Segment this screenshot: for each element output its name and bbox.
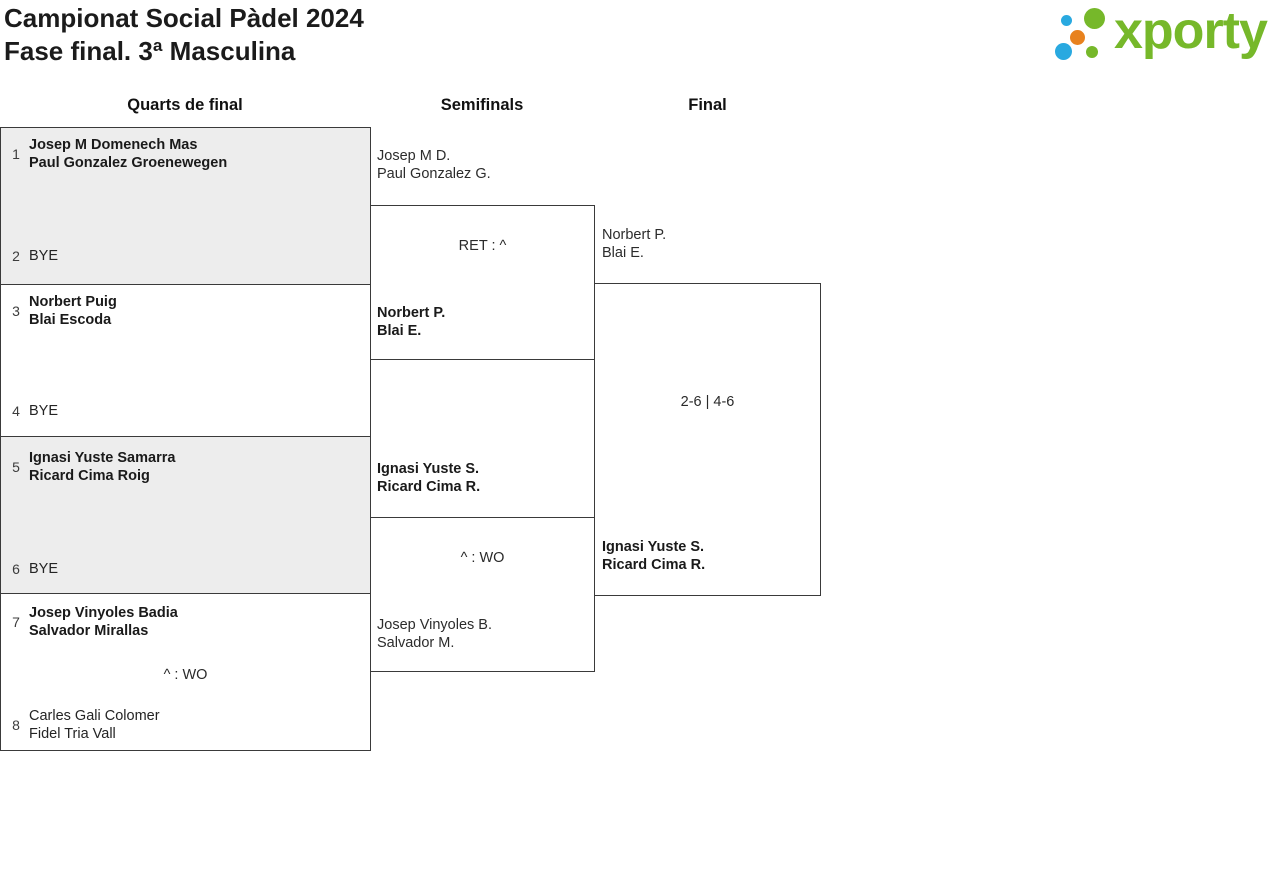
team-name-line: Ricard Cima Roig [29, 468, 150, 484]
team-name-line: BYE [29, 403, 59, 419]
logo-dot-green-large-icon [1084, 8, 1105, 29]
team-name-line: Carles Gali Colomer [29, 708, 160, 724]
seed-number: 2 [12, 248, 20, 264]
phase-subtitle: Fase final. 3ª Masculina [4, 36, 296, 66]
match-score: RET : ^ [458, 238, 507, 254]
round-header-final: Final [688, 96, 727, 114]
sf2-top-team: Ignasi Yuste S. Ricard Cima R. [377, 460, 480, 496]
qf-match-2: 3 Norbert Puig Blai Escoda 4 BYE [0, 284, 371, 437]
round-header-quarterfinals: Quarts de final [127, 96, 243, 114]
team-name-line: Norbert P. [377, 305, 446, 321]
team-names: BYE [29, 402, 58, 420]
sf2-bottom-team: Josep Vinyoles B. Salvador M. [377, 616, 492, 652]
seed-number: 7 [12, 614, 20, 630]
qf2-top-slot: 3 Norbert Puig Blai Escoda [5, 293, 364, 329]
team-name-line: Josep M D. [377, 148, 451, 164]
round-header-semifinals: Semifinals [440, 96, 524, 114]
seed-number: 4 [12, 403, 20, 419]
team-name-line: BYE [29, 561, 59, 577]
qf3-bottom-slot: 6 BYE [5, 560, 364, 578]
sf1-top-team: Josep M D. Paul Gonzalez G. [377, 147, 491, 183]
qf3-top-slot: 5 Ignasi Yuste Samarra Ricard Cima Roig [5, 449, 364, 485]
tournament-title: Campionat Social Pàdel 2024 [4, 3, 364, 33]
team-name-line: Josep Vinyoles Badia [29, 605, 178, 621]
qf-match-1: 1 Josep M Domenech Mas Paul Gonzalez Gro… [0, 127, 371, 285]
seed-number: 3 [12, 303, 20, 319]
qf1-bottom-slot: 2 BYE [5, 247, 364, 265]
match-score: 2-6 | 4-6 [680, 394, 735, 410]
team-name-line: Paul Gonzalez G. [377, 166, 491, 182]
team-names: Ignasi Yuste Samarra Ricard Cima Roig [29, 449, 175, 485]
team-name-line: Norbert P. [602, 227, 667, 243]
team-name-line: Blai Escoda [29, 312, 112, 328]
seed-number: 8 [12, 717, 20, 733]
team-name-line: Salvador Mirallas [29, 623, 149, 639]
qf4-top-slot: 7 Josep Vinyoles Badia Salvador Mirallas [5, 604, 364, 640]
team-name-line: Josep Vinyoles B. [377, 617, 492, 633]
team-name-line: Paul Gonzalez Groenewegen [29, 155, 228, 171]
seed-number: 6 [12, 561, 20, 577]
team-name-line: BYE [29, 248, 59, 264]
logo-dot-blue-small-icon [1061, 15, 1072, 26]
qf-match-3: 5 Ignasi Yuste Samarra Ricard Cima Roig … [0, 436, 371, 594]
qf-match-4: 7 Josep Vinyoles Badia Salvador Mirallas… [0, 593, 371, 751]
seed-number: 1 [12, 146, 20, 162]
seed-number: 5 [12, 459, 20, 475]
team-name-line: Ignasi Yuste S. [377, 461, 480, 477]
team-name-line: Ricard Cima R. [377, 479, 481, 495]
team-name-line: Norbert Puig [29, 294, 117, 310]
match-score: ^ : WO [460, 550, 505, 566]
team-name-line: Ricard Cima R. [602, 557, 706, 573]
team-name-line: Ignasi Yuste S. [602, 539, 705, 555]
sf-match-1: RET : ^ [370, 205, 595, 360]
logo-dot-blue-large-icon [1055, 43, 1072, 60]
sf-match-2: ^ : WO [370, 517, 595, 672]
final-top-team: Norbert P. Blai E. [602, 226, 666, 262]
team-names: Josep Vinyoles Badia Salvador Mirallas [29, 604, 178, 640]
team-names: Norbert Puig Blai Escoda [29, 293, 117, 329]
sf1-bottom-team: Norbert P. Blai E. [377, 304, 445, 340]
xporty-logo: xporty [1048, 2, 1278, 67]
team-names: BYE [29, 560, 58, 578]
team-names: Carles Gali Colomer Fidel Tria Vall [29, 707, 160, 743]
team-name-line: Fidel Tria Vall [29, 726, 116, 742]
qf1-top-slot: 1 Josep M Domenech Mas Paul Gonzalez Gro… [5, 136, 364, 172]
final-bottom-team: Ignasi Yuste S. Ricard Cima R. [602, 538, 705, 574]
team-names: BYE [29, 247, 58, 265]
team-name-line: Salvador M. [377, 635, 455, 651]
team-names: Josep M Domenech Mas Paul Gonzalez Groen… [29, 136, 227, 172]
final-match: 2-6 | 4-6 [594, 283, 821, 596]
logo-dot-green-small-icon [1086, 46, 1098, 58]
team-name-line: Ignasi Yuste Samarra [29, 450, 176, 466]
team-name-line: Blai E. [602, 245, 644, 261]
team-name-line: Josep M Domenech Mas [29, 137, 198, 153]
qf2-bottom-slot: 4 BYE [5, 402, 364, 420]
logo-wordmark: xporty [1114, 2, 1268, 60]
logo-dot-orange-icon [1070, 30, 1085, 45]
match-score: ^ : WO [163, 667, 208, 683]
page-header: Campionat Social Pàdel 2024 Fase final. … [4, 2, 364, 68]
qf4-bottom-slot: 8 Carles Gali Colomer Fidel Tria Vall [5, 707, 364, 743]
team-name-line: Blai E. [377, 323, 422, 339]
